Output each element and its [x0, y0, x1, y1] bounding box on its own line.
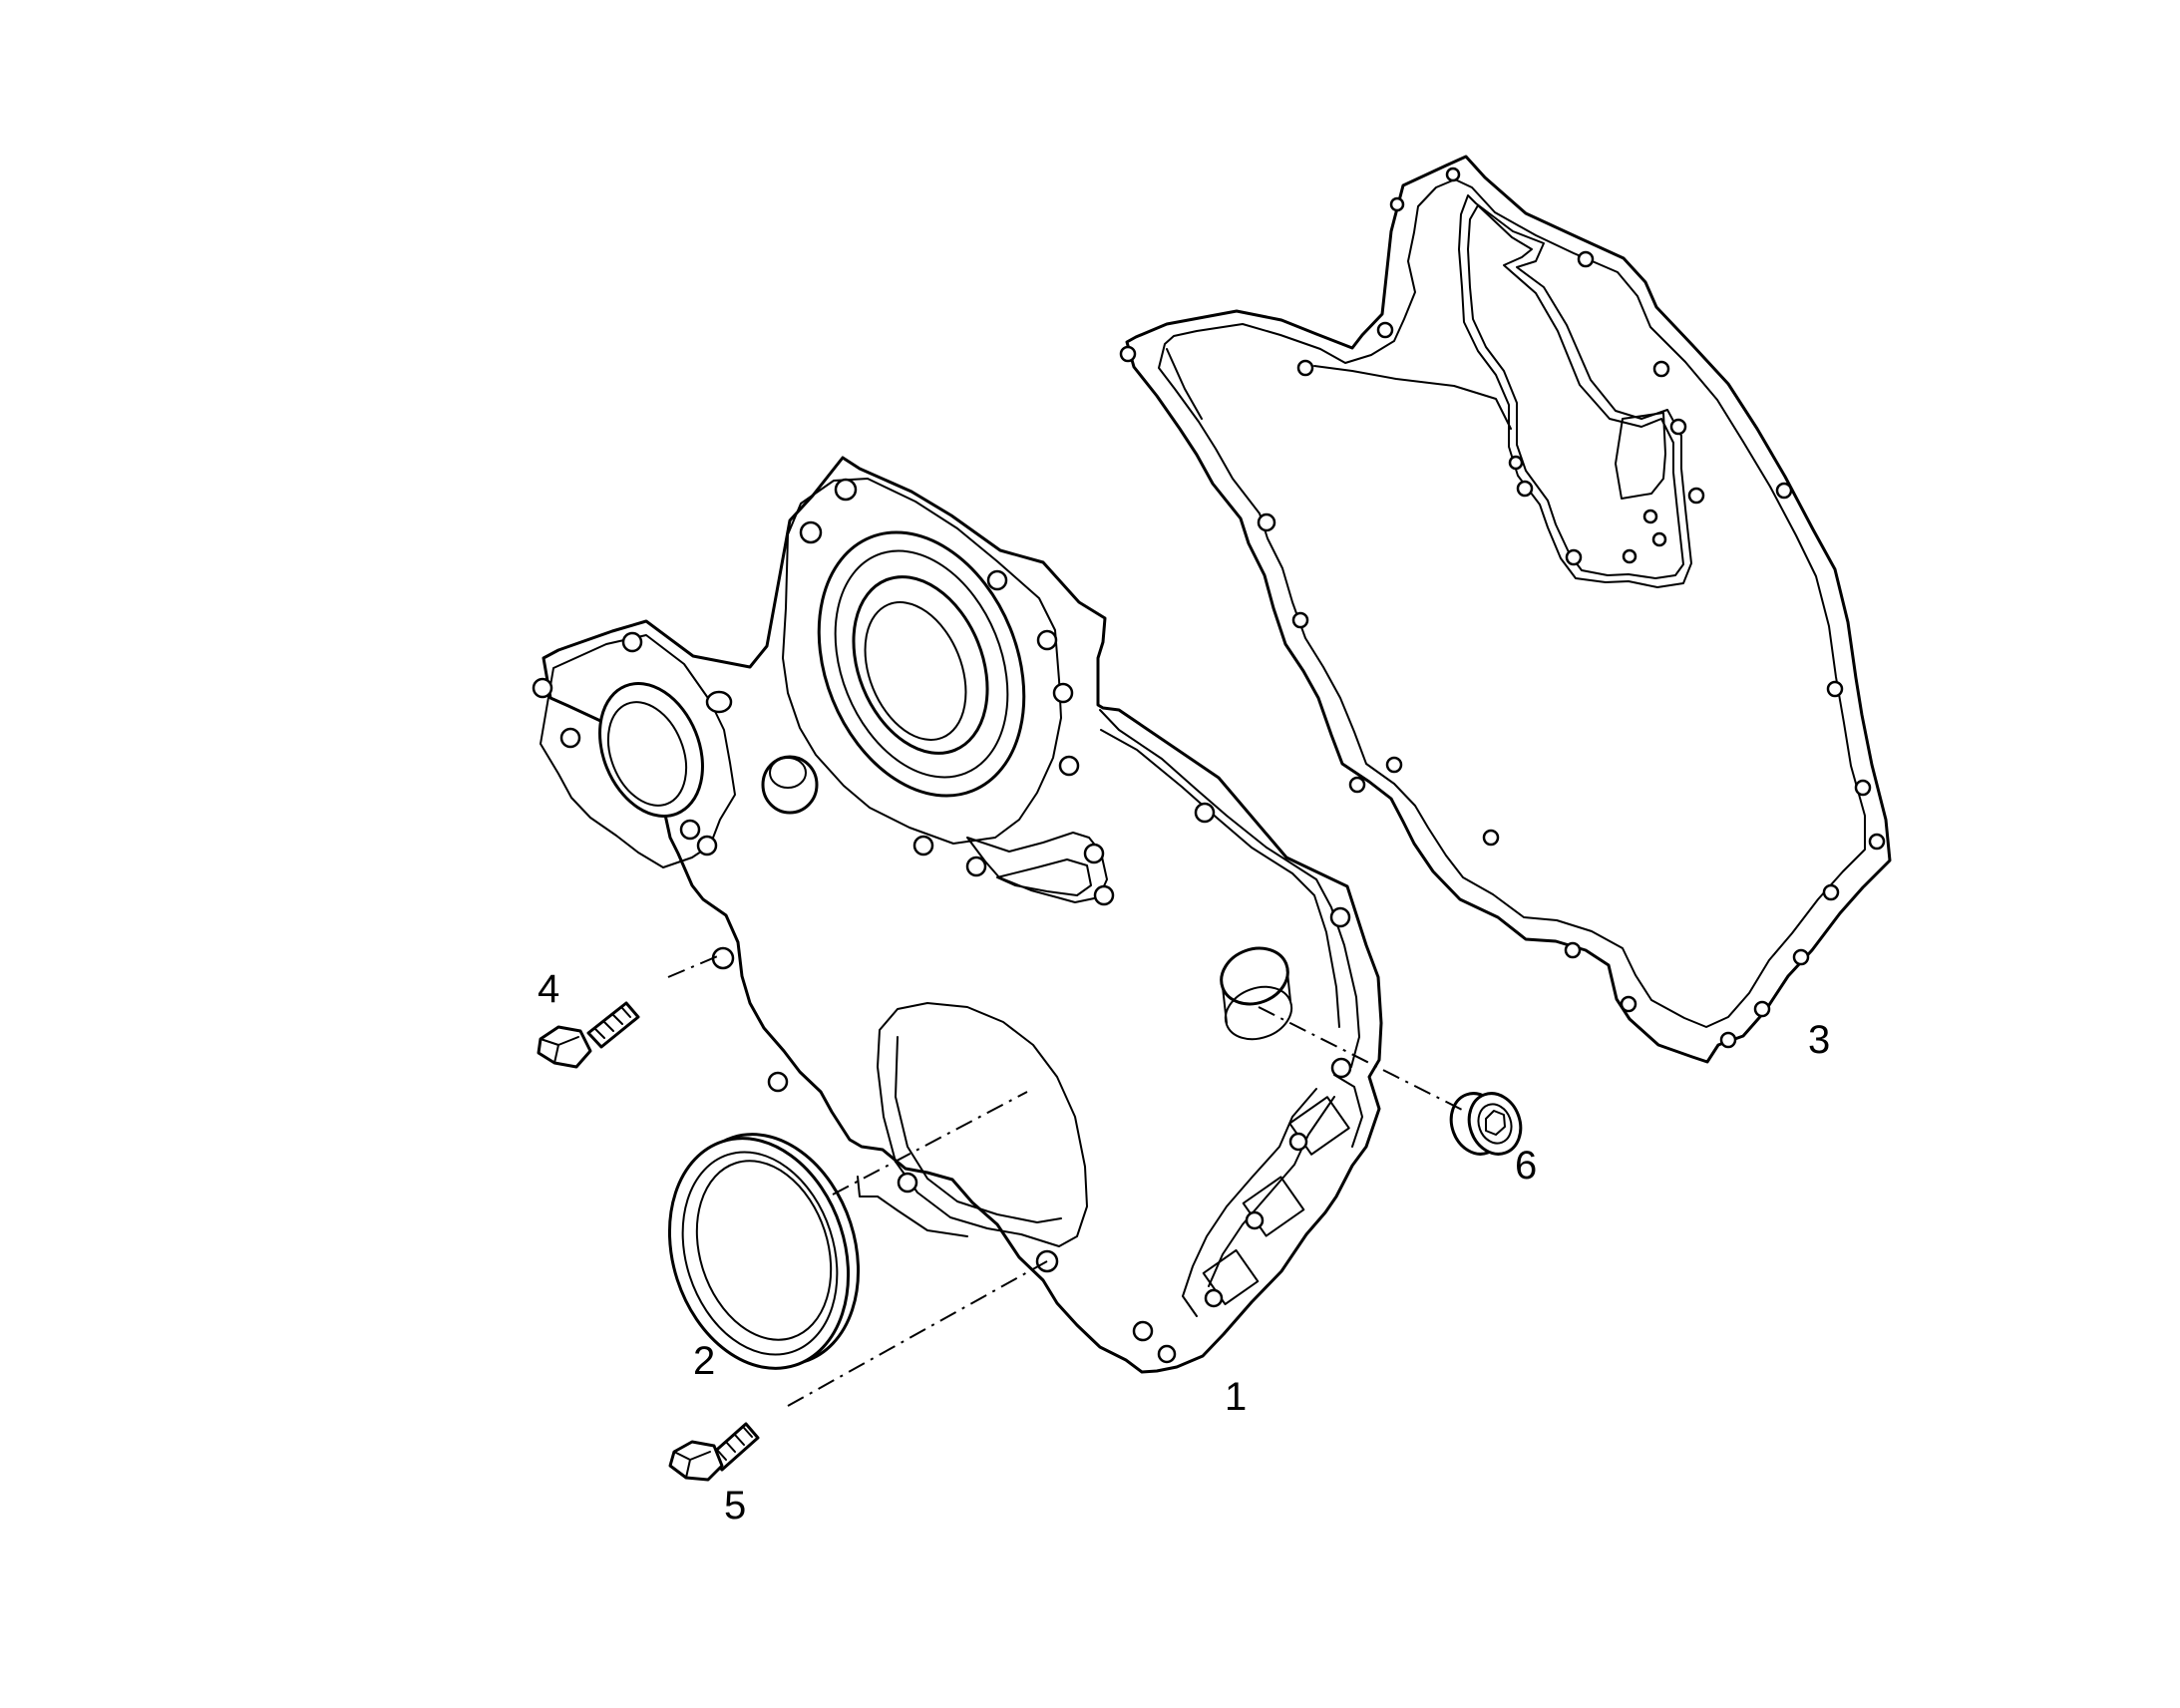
- plug: [1449, 1092, 1523, 1156]
- callout-6: 6: [1515, 1144, 1537, 1188]
- bolt-lower: [668, 1422, 760, 1482]
- gasket-bolt-holes: [1119, 167, 1886, 1049]
- callout-3: 3: [1808, 1018, 1830, 1062]
- gasket: [1119, 155, 1892, 1064]
- callout-5: 5: [724, 1484, 746, 1528]
- assembly-center-lines: [667, 954, 1465, 1407]
- callout-1: 1: [1225, 1375, 1247, 1419]
- crankshaft-seal: [667, 1133, 861, 1370]
- callout-4: 4: [538, 967, 559, 1011]
- callout-labels: 1 2 3 4 5 6: [538, 967, 1830, 1528]
- cover-bolt-holes: [532, 478, 1352, 1364]
- timing-cover: [532, 456, 1383, 1374]
- bolt-upper: [537, 1001, 640, 1069]
- callout-2: 2: [693, 1339, 715, 1383]
